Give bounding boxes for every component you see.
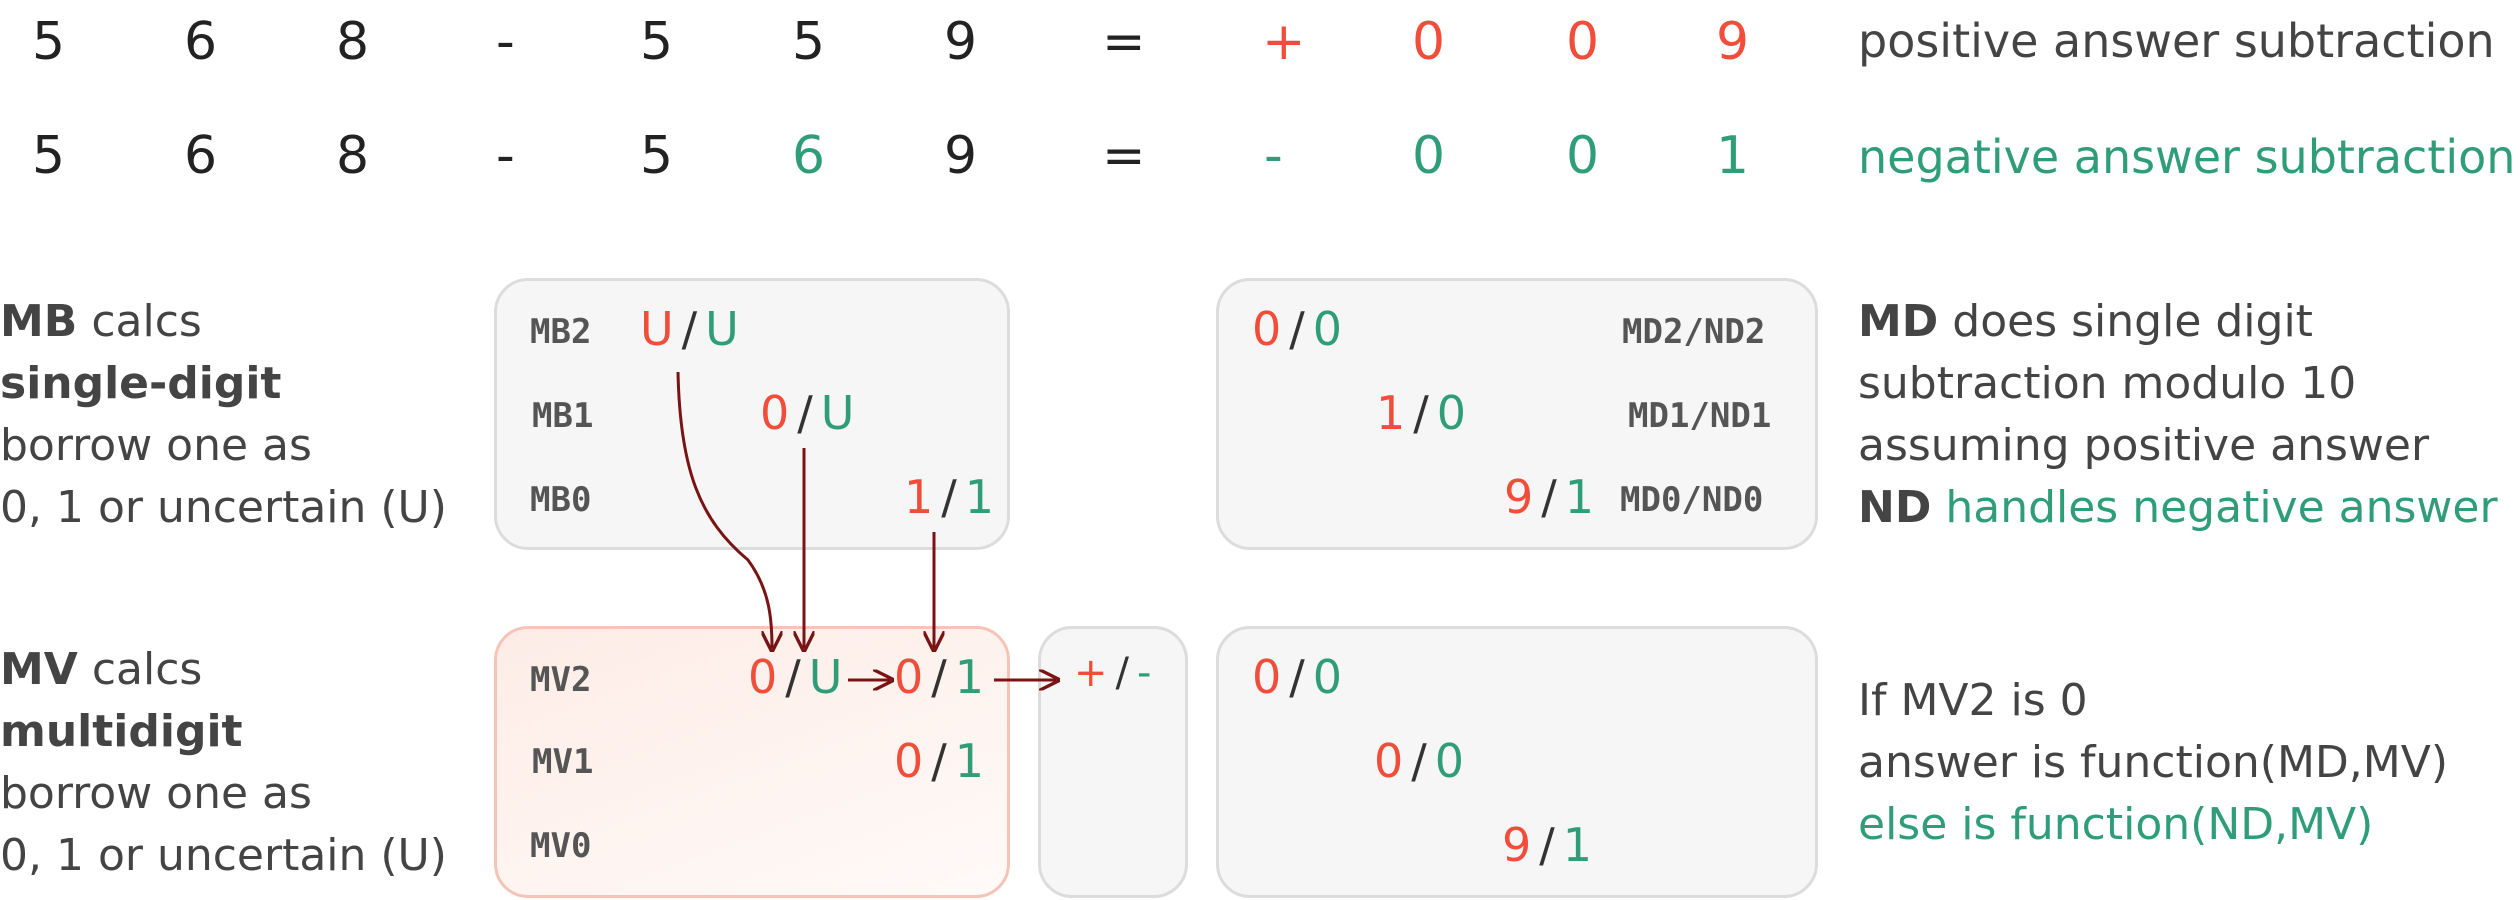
mb1-value: 0/U xyxy=(760,386,855,440)
tag-mv1: MV1 xyxy=(532,742,594,782)
row2-result-0: 0 xyxy=(1412,126,1446,186)
mv2-left-value: 0/U xyxy=(748,650,843,704)
mb-desc-line3: borrow one as xyxy=(0,420,312,471)
row2-result-2: 1 xyxy=(1716,126,1750,186)
row2-equals: = xyxy=(1102,126,1146,186)
result-box xyxy=(1216,626,1818,898)
md-box xyxy=(1216,278,1818,550)
md0-value: 9/1 xyxy=(1504,470,1595,524)
md-desc-bold: MD xyxy=(1858,296,1939,347)
row1-digit-b-1: 5 xyxy=(792,12,826,72)
md-desc-line3: assuming positive answer xyxy=(1858,420,2430,471)
row1-digit-a-0: 5 xyxy=(32,12,66,72)
row1-result-0: 0 xyxy=(1412,12,1446,72)
row1-digit-b-0: 5 xyxy=(640,12,674,72)
rule-line2: answer is function(MD,MV) xyxy=(1858,737,2449,788)
sign-value: +/- xyxy=(1074,650,1152,696)
tag-mv0: MV0 xyxy=(530,826,592,866)
row1-result-1: 0 xyxy=(1566,12,1600,72)
row1-sign: + xyxy=(1262,12,1306,72)
md1-value: 1/0 xyxy=(1376,386,1467,440)
mv-desc-line4: 0, 1 or uncertain (U) xyxy=(0,830,447,881)
mv-desc-bold2: multidigit xyxy=(0,706,243,757)
row2-digit-a-0: 5 xyxy=(32,126,66,186)
mv-box xyxy=(494,626,1010,898)
row1-minus: - xyxy=(496,12,515,72)
tag-md2: MD2/ND2 xyxy=(1622,312,1766,352)
mb-description: MB calcs single-digit borrow one as 0, 1… xyxy=(0,291,447,539)
row1-digit-a-1: 6 xyxy=(184,12,218,72)
res0-value: 9/1 xyxy=(1502,818,1593,872)
sign-box xyxy=(1038,626,1188,898)
tag-mv2: MV2 xyxy=(530,660,592,700)
res1-value: 0/0 xyxy=(1374,734,1465,788)
mb-box xyxy=(494,278,1010,550)
md-description: MD does single digit subtraction modulo … xyxy=(1858,291,2498,539)
rule-line1: If MV2 is 0 xyxy=(1858,675,2088,726)
tag-mb2: MB2 xyxy=(530,312,592,352)
tag-md1: MD1/ND1 xyxy=(1628,396,1772,436)
row1-result-2: 9 xyxy=(1716,12,1750,72)
row2-sign: - xyxy=(1264,126,1283,186)
row1-label: positive answer subtraction xyxy=(1858,14,2495,68)
row1-digit-b-2: 9 xyxy=(944,12,978,72)
rule-line3: else is function(ND,MV) xyxy=(1858,799,2374,850)
mv1-value: 0/1 xyxy=(894,734,985,788)
mv-desc-rest: calcs xyxy=(77,644,203,695)
row1-digit-a-2: 8 xyxy=(336,12,370,72)
mv-desc-bold: MV xyxy=(0,644,78,695)
arrow-mb2-to-mv2 xyxy=(676,371,772,648)
mv-description: MV calcs multidigit borrow one as 0, 1 o… xyxy=(0,639,447,887)
row2-digit-a-1: 6 xyxy=(184,126,218,186)
mb-desc-line4: 0, 1 or uncertain (U) xyxy=(0,482,447,533)
row2-result-1: 0 xyxy=(1566,126,1600,186)
mb-desc-bold2: single-digit xyxy=(0,358,282,409)
rule-description: If MV2 is 0 answer is function(MD,MV) el… xyxy=(1858,670,2448,856)
nd-desc-rest: handles negative answer xyxy=(1931,482,2498,533)
row2-label: negative answer subtraction xyxy=(1858,130,2516,184)
row2-minus: - xyxy=(496,126,515,186)
tag-mb0: MB0 xyxy=(530,480,592,520)
row2-digit-b-2: 9 xyxy=(944,126,978,186)
tag-md0: MD0/ND0 xyxy=(1620,480,1764,520)
md-desc-rest: does single digit xyxy=(1938,296,2313,347)
mv-desc-line3: borrow one as xyxy=(0,768,312,819)
row2-digit-b-1: 6 xyxy=(792,126,826,186)
mv2-right-value: 0/1 xyxy=(894,650,985,704)
row1-equals: = xyxy=(1102,12,1146,72)
nd-desc-bold: ND xyxy=(1858,482,1932,533)
mb-desc-rest: calcs xyxy=(77,296,202,347)
tag-mb1: MB1 xyxy=(532,396,594,436)
row2-digit-b-0: 5 xyxy=(640,126,674,186)
res2-value: 0/0 xyxy=(1252,650,1343,704)
md2-value: 0/0 xyxy=(1252,302,1343,356)
mb2-value: U/U xyxy=(640,302,739,356)
mb-desc-bold: MB xyxy=(0,296,78,347)
row2-digit-a-2: 8 xyxy=(336,126,370,186)
mb0-value: 1/1 xyxy=(904,470,995,524)
md-desc-line2: subtraction modulo 10 xyxy=(1858,358,2357,409)
